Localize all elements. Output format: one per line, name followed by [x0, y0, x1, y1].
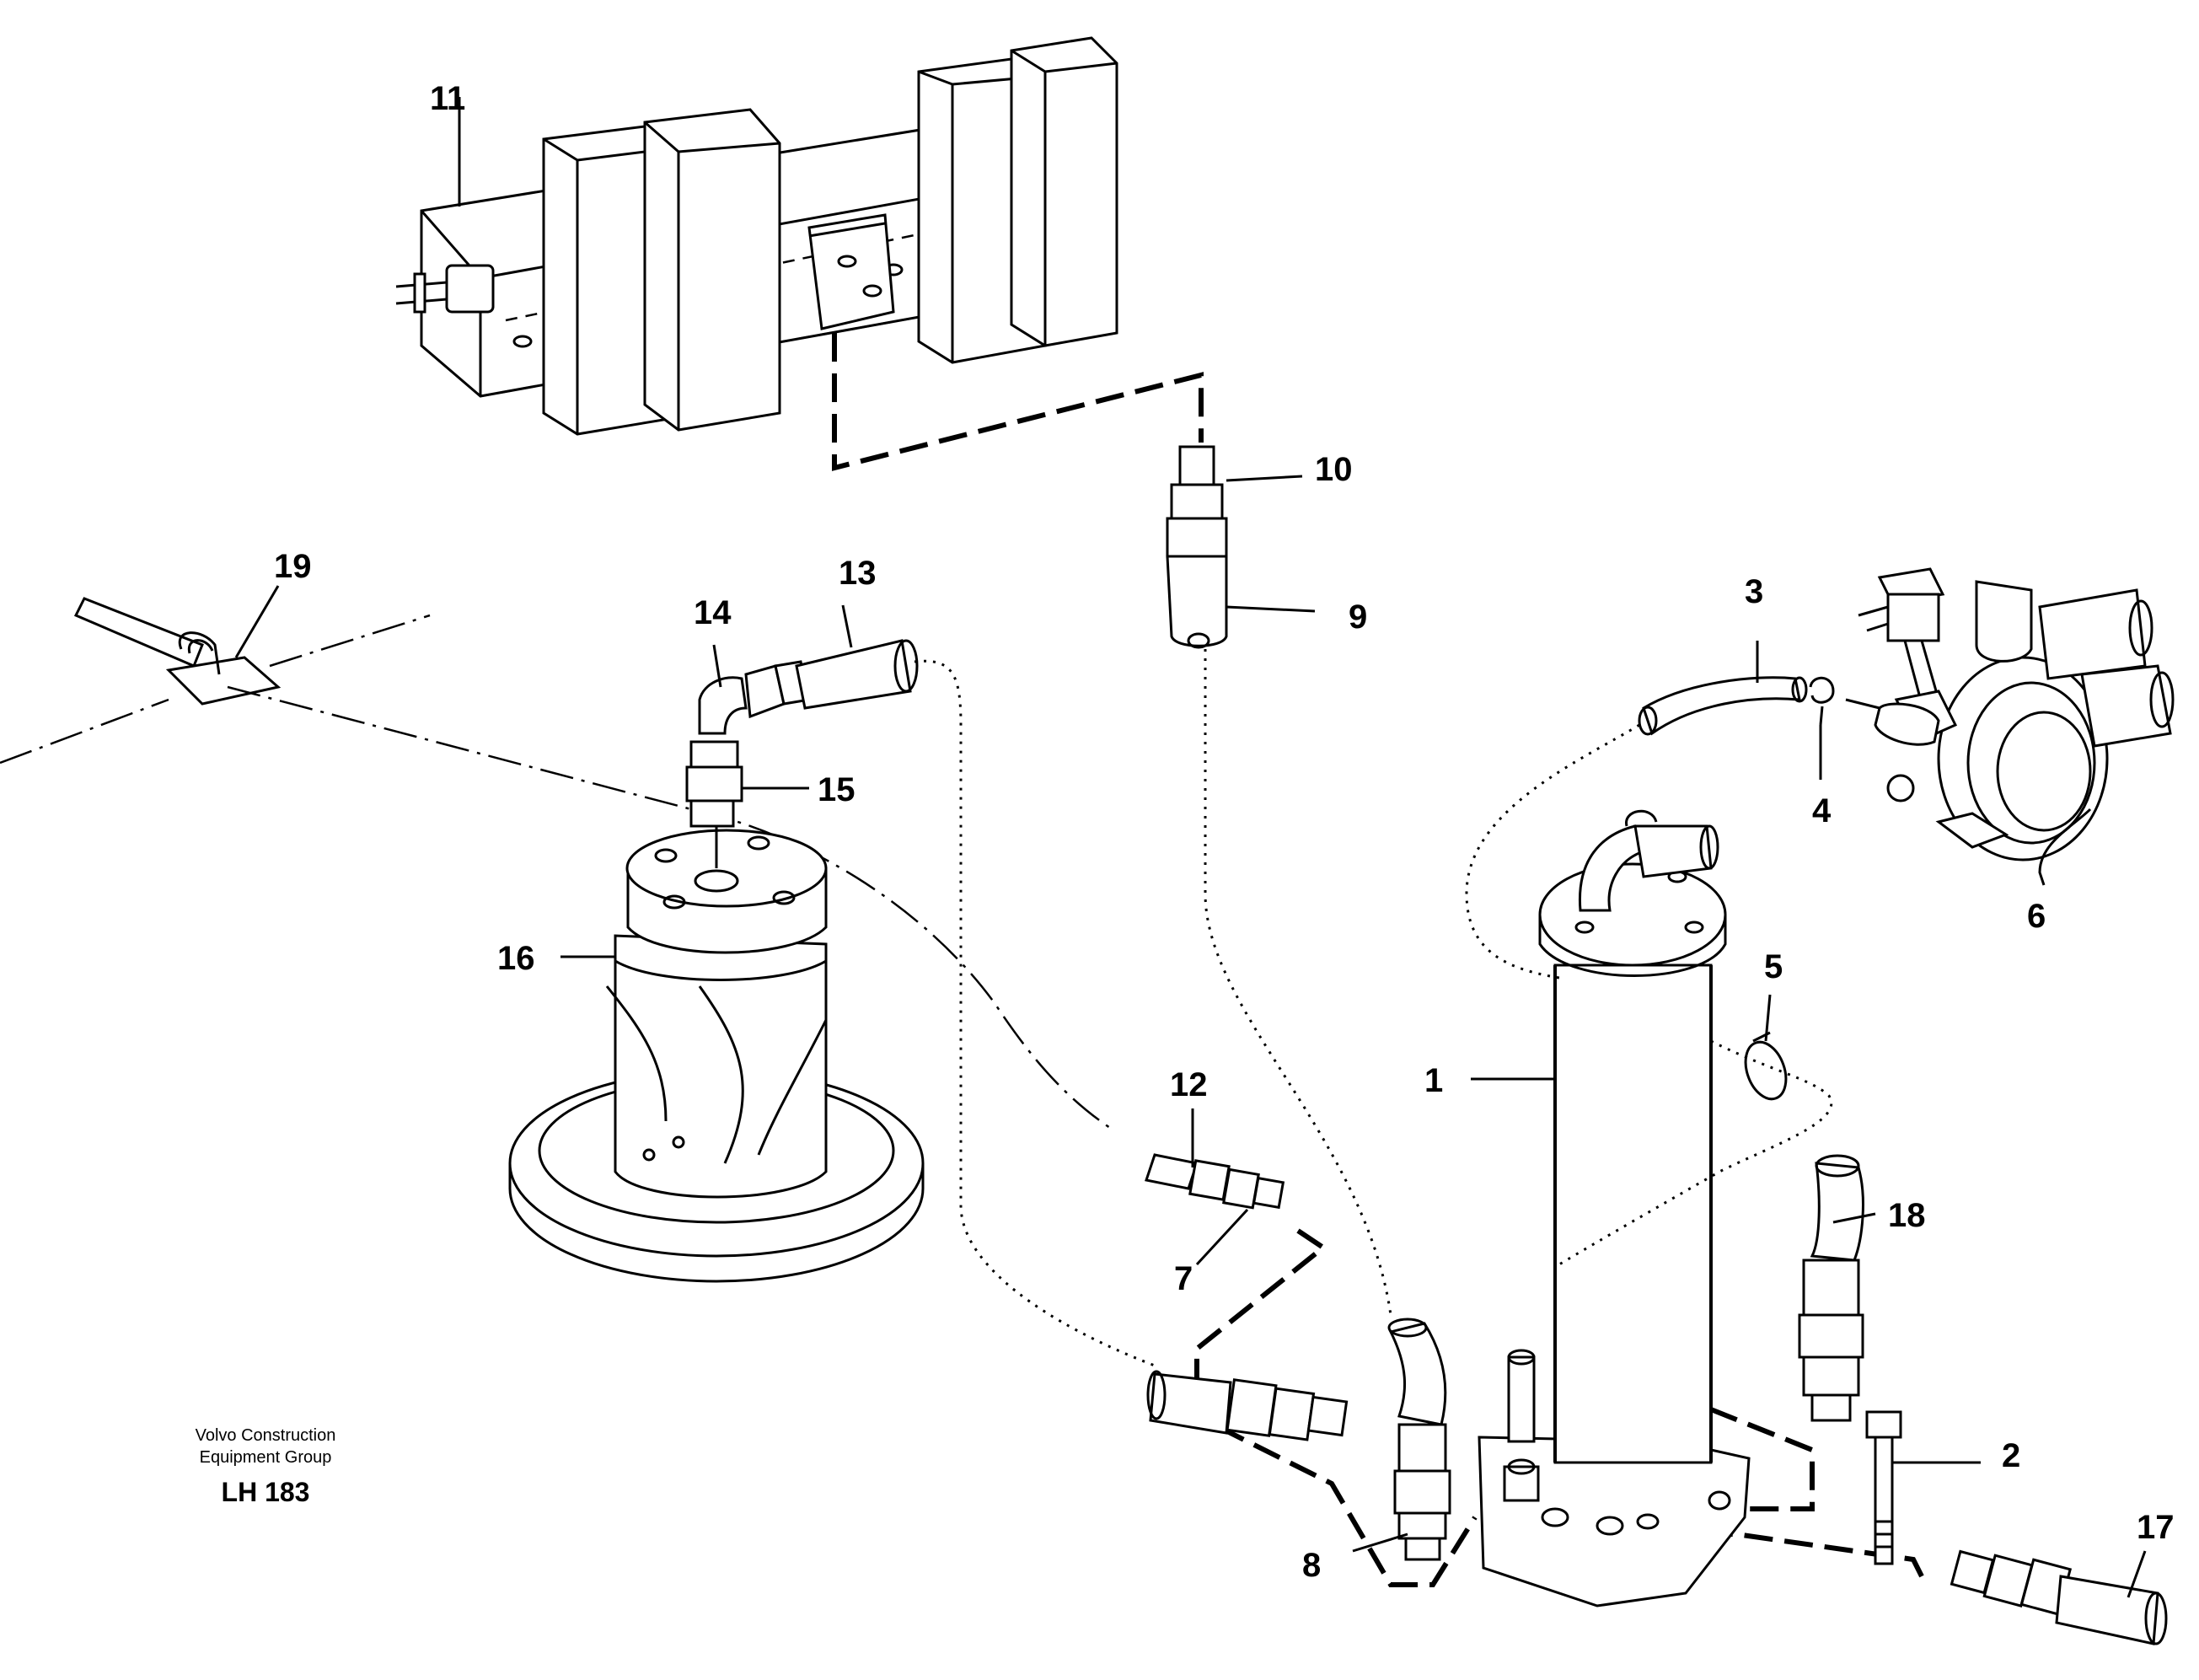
label-8: 8	[1302, 1547, 1321, 1584]
label-11: 11	[430, 80, 465, 117]
hose-end-9	[1166, 555, 1228, 649]
swivel-joint	[508, 829, 925, 1283]
label-12: 12	[1170, 1066, 1208, 1103]
pilot-line-upper	[832, 333, 1204, 471]
hose-13	[795, 639, 919, 710]
hose-line-3	[1465, 723, 1640, 980]
solenoid-box-2	[643, 108, 781, 432]
label-10: 10	[1315, 451, 1353, 488]
label-19: 19	[274, 548, 312, 585]
lower-hose-fitting	[1146, 1370, 1349, 1441]
label-15: 15	[818, 771, 855, 808]
pilot-line-7	[1194, 1228, 1478, 1587]
small-valve-cap	[807, 213, 895, 330]
hose-18	[1798, 1154, 1864, 1422]
pipe-clamp	[73, 597, 282, 706]
label-5: 5	[1764, 948, 1783, 985]
fitting-12	[1145, 1153, 1285, 1210]
leader-lines	[234, 475, 2147, 1598]
label-9: 9	[1349, 598, 1367, 636]
clamp-4	[1809, 676, 1835, 726]
fitting-17	[1950, 1549, 2168, 1645]
label-18: 18	[1888, 1197, 1926, 1234]
label-2: 2	[2002, 1437, 2020, 1474]
label-3: 3	[1745, 573, 1763, 610]
filter-housing	[1478, 809, 1751, 1608]
small-fitting-near-1	[1503, 1349, 1540, 1502]
fitting-10	[1166, 445, 1228, 558]
part-number-labels: 1 2 3 4 5 6 7 8 9 10 11 12 13 14 15 16 1…	[274, 80, 2175, 1584]
hose-8	[1387, 1318, 1451, 1561]
hose-3	[1638, 676, 1808, 736]
diagram-code: LH 183	[221, 1477, 310, 1507]
elbow-fitting	[685, 660, 811, 828]
label-14: 14	[694, 594, 732, 631]
label-1: 1	[1424, 1062, 1443, 1099]
label-16: 16	[497, 940, 535, 977]
bolt-2	[1865, 1410, 1902, 1565]
hose-line-5	[1558, 1039, 1833, 1266]
hose-line-9	[1204, 649, 1392, 1316]
hose-line-13	[914, 659, 1156, 1367]
valve-block	[395, 36, 1118, 436]
label-7: 7	[1174, 1260, 1193, 1297]
label-13: 13	[839, 555, 877, 592]
centerline-19	[0, 614, 431, 765]
electrical-plug	[395, 264, 495, 314]
label-17: 17	[2137, 1509, 2175, 1546]
label-4: 4	[1812, 792, 1832, 829]
credit-block: Volvo Construction Equipment Group LH 18…	[173, 1425, 358, 1508]
solenoid-box-4	[1010, 36, 1118, 347]
hose-clamp-5	[1744, 1031, 1788, 1101]
pump-6	[1845, 567, 2175, 861]
credit-line-1: Volvo Construction	[195, 1426, 336, 1445]
label-6: 6	[2027, 898, 2046, 935]
credit-line-2: Equipment Group	[199, 1448, 332, 1467]
